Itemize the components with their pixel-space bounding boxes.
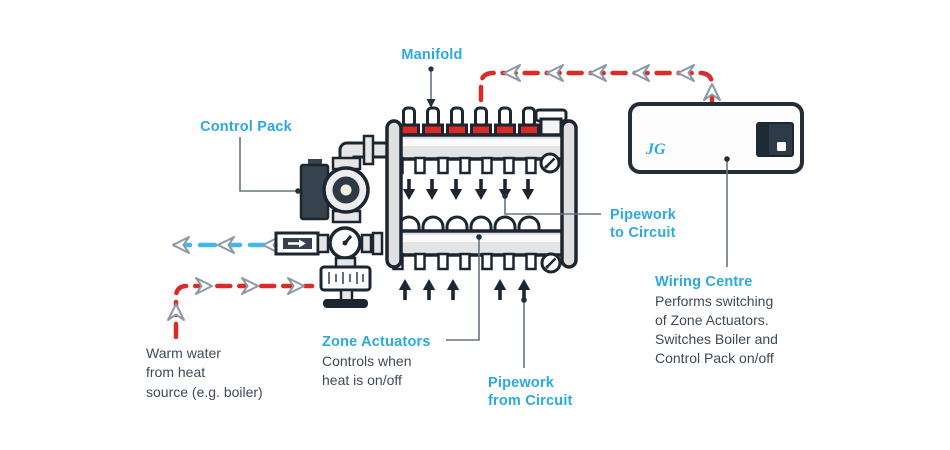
flow-in-arrows — [398, 279, 531, 300]
zone-actuators-title: Zone Actuators — [322, 334, 431, 350]
supply-bar — [393, 133, 570, 161]
leader-lines — [239, 70, 728, 368]
wiring-centre-line1: Performs switching — [655, 293, 773, 309]
pipework-to-circuit-label: Pipework to Circuit — [610, 207, 677, 241]
manifold-leader-arrowhead — [426, 99, 436, 108]
relay-indicator — [777, 142, 786, 151]
warm-water-label: Warm water from heat source (e.g. boiler… — [146, 345, 263, 400]
zone-actuator — [494, 106, 516, 139]
zone-actuators-label: Zone Actuators Controls when heat is on/… — [322, 334, 431, 388]
zone-actuator — [422, 106, 444, 139]
pump-control-box-notch — [308, 159, 322, 167]
return-bar — [393, 229, 570, 257]
check-valve-arrow — [299, 239, 306, 248]
manifold-assembly — [385, 106, 578, 300]
zone-actuators-line1: Controls when — [322, 353, 412, 369]
return-ports — [392, 252, 537, 271]
warm-water-line1: Warm water — [146, 345, 221, 361]
manifold-label: Manifold — [401, 47, 462, 63]
return-bar-highlight — [398, 235, 565, 242]
valve-fitting-right2 — [371, 231, 384, 256]
control-pack-label: Control Pack — [200, 119, 293, 135]
warm-water-line2: from heat — [146, 364, 205, 380]
pipework-from-line2: from Circuit — [488, 393, 573, 409]
flow-meter-scale — [328, 272, 364, 284]
wiring-centre-title: Wiring Centre — [655, 274, 753, 290]
valve-fitting-right — [360, 233, 373, 254]
wiring-centre-box: JG — [628, 102, 804, 174]
control-pack-assembly — [274, 134, 392, 308]
pipework-from-circuit-label: Pipework from Circuit — [488, 375, 573, 409]
manifold-end-cap-right — [560, 119, 578, 269]
drain-tee — [323, 299, 368, 308]
pipework-to-line1: Pipework — [610, 207, 677, 223]
valve-fitting-left — [316, 233, 330, 254]
wiring-centre-logo: JG — [645, 141, 666, 158]
pipework-from-line1: Pipework — [488, 375, 555, 391]
zone-actuator — [446, 106, 468, 139]
pump-hub — [340, 184, 352, 196]
control-pack-leader — [239, 137, 296, 192]
flow-out-arrows — [402, 179, 535, 200]
zone-actuators-leader — [446, 239, 480, 341]
leader-dots — [295, 66, 730, 303]
cable-wiring-centre-to-manifold — [478, 64, 721, 105]
zone-actuator — [470, 106, 492, 139]
relay-module-edge — [757, 123, 769, 156]
wiring-centre-line4: Control Pack on/off — [655, 350, 774, 366]
return-flow-gauge — [540, 252, 562, 274]
warm-water-line3: source (e.g. boiler) — [146, 384, 263, 400]
pipe-flange — [362, 134, 375, 166]
supply-bar-highlight — [398, 139, 565, 146]
supply-flow-gauge — [539, 152, 561, 174]
warm-water-supply-pipe — [167, 277, 315, 340]
zone-actuators-line2: heat is on/off — [322, 372, 402, 388]
wiring-centre-line3: Switches Boiler and — [655, 331, 778, 347]
supply-ports — [392, 156, 537, 175]
wiring-centre-label: Wiring Centre Performs switching of Zone… — [655, 274, 778, 366]
wiring-centre-line2: of Zone Actuators. — [655, 312, 769, 328]
manifold-end-cap-left — [385, 119, 403, 269]
pipework-to-line2: to Circuit — [610, 225, 676, 241]
zone-actuators-row — [398, 106, 540, 139]
pipework-to-leader — [504, 197, 601, 215]
